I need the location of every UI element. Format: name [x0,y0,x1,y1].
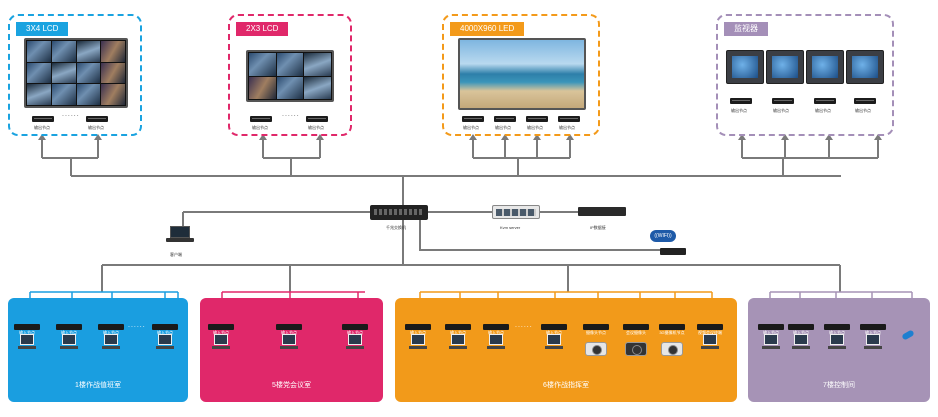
input-node: 输入节点 [445,324,471,354]
input-node: 输入节点 [56,324,82,354]
server-label: Kvm server [500,225,521,230]
input-node: 输入节点 [824,324,850,354]
video-wall-3x4 [24,38,128,108]
group-title: 4000X960 LED [450,22,525,36]
ellipsis: ...... [62,111,80,118]
input-node: 输入节点 [208,324,234,354]
switch-label: 千兆交换机 [386,225,406,230]
input-node: 输入节点 [405,324,431,354]
group-title: 3X4 LCD [16,22,69,36]
group-2x3-lcd: 2X3 LCD ...... 输出节点 输出节点 [228,14,352,136]
led-screen [458,38,586,110]
wifi-icon: ((WIFI)) [650,230,676,242]
input-node: 输入节点 [14,324,40,354]
receiver-label: 输出节点 [815,108,831,113]
receiver-label: 输出节点 [495,125,511,130]
ellipsis: ...... [282,111,300,118]
kvm-server [492,205,540,219]
3g-camera-node: 3G摄像机节点 [659,324,685,354]
input-node: 输入节点 [342,324,368,354]
gigabit-switch [370,205,428,220]
monitor [846,50,884,84]
group-title: 监视器 [724,22,768,36]
panel-title: 6楼作战指挥室 [543,382,589,389]
receiver-box [730,98,752,104]
receiver-label: 输出节点 [773,108,789,113]
ellipsis: ...... [128,322,146,329]
receiver-box [854,98,876,104]
input-node: 输入节点 [98,324,124,354]
panel-title: 5楼党会议室 [272,382,311,389]
camera-icon [625,342,647,356]
panel-floor-5: 输入节点 输入节点 输入节点 5楼党会议室 [200,298,383,402]
receiver-box [814,98,836,104]
input-node: 输入节点 [483,324,509,354]
group-monitors: 监视器 输出节点 输出节点 输出节点 输出节点 [716,14,894,136]
monitor [726,50,764,84]
receiver-box [86,116,108,122]
input-node: 输入节点 [541,324,567,354]
receiver-label: 输出节点 [855,108,871,113]
receiver-box [306,116,328,122]
input-node: 输入节点 [758,324,784,354]
receiver-label: 输出节点 [34,125,50,130]
group-3x4-lcd: 3X4 LCD ...... 输出节点 输出节点 [8,14,142,136]
receiver-label: 输出节点 [559,125,575,130]
wifi-gateway [660,248,686,255]
client-laptop [166,226,194,243]
input-node: 输入节点 [276,324,302,354]
receiver-box [558,116,580,122]
input-node: 输入节点 [788,324,814,354]
panel-title: 1楼作战值班室 [75,382,121,389]
panel-floor-7: 输入节点 输入节点 输入节点 输入节点 7楼控制间 [748,298,930,402]
conference-camera-node: 会议摄像头 [623,324,649,354]
input-node: 输入节点 [860,324,886,354]
receiver-box [494,116,516,122]
receiver-label: 输出节点 [731,108,747,113]
panel-title: 7楼控制间 [823,382,855,389]
receiver-label: 输出节点 [463,125,479,130]
panel-floor-6: 输入节点 输入节点 输入节点 ...... 输入节点 摄像头节点 会议摄像头 3… [395,298,737,402]
ellipsis: ...... [515,322,533,329]
receiver-label: 输出节点 [252,125,268,130]
receiver-box [32,116,54,122]
usb-key-icon [901,329,915,341]
receiver-label: 输出节点 [88,125,104,130]
group-title: 2X3 LCD [236,22,289,36]
client-label: 客户端 [170,252,182,257]
receiver-box [772,98,794,104]
camera-icon [661,342,683,356]
receiver-box [250,116,272,122]
receiver-label: 输出节点 [308,125,324,130]
video-conference-node: 视频会议终端 [697,324,723,354]
receiver-box [462,116,484,122]
patch-label: IP数据接 [590,225,606,230]
group-led: 4000X960 LED 输出节点 输出节点 输出节点 输出节点 [442,14,600,136]
monitor [806,50,844,84]
camera-node: 摄像头节点 [583,324,609,354]
receiver-box [526,116,548,122]
receiver-label: 输出节点 [527,125,543,130]
panel-floor-1: 输入节点 输入节点 输入节点 ...... 输入节点 1楼作战值班室 [8,298,188,402]
patch-panel [578,207,626,216]
input-node: 输入节点 [152,324,178,354]
video-wall-2x3 [246,50,334,102]
camera-icon [585,342,607,356]
monitor [766,50,804,84]
